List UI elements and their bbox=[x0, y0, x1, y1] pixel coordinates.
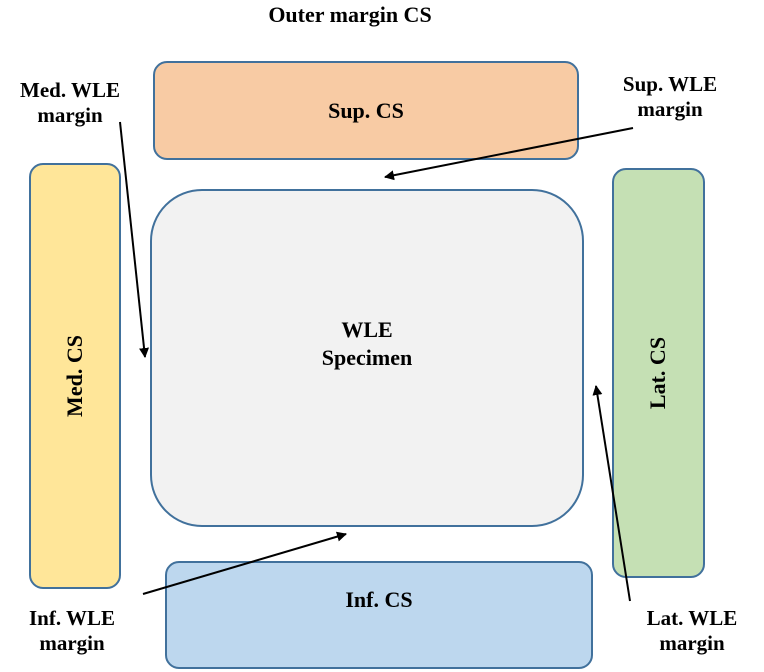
inf-cs-box: Inf. CS bbox=[165, 561, 593, 669]
lat-margin-line2: margin bbox=[659, 631, 725, 655]
inf-margin-line1: Inf. WLE bbox=[29, 606, 115, 630]
diagram-title: Outer margin CS bbox=[268, 2, 432, 27]
lat-cs-box: Lat. CS bbox=[612, 168, 705, 578]
specimen-label-line2: Specimen bbox=[321, 345, 413, 370]
inf-margin-line2: margin bbox=[39, 631, 105, 655]
med-margin-line2: margin bbox=[37, 103, 103, 127]
sup-margin-line2: margin bbox=[637, 97, 703, 121]
inf-wle-margin-label: Inf. WLE margin bbox=[2, 606, 142, 656]
sup-cs-box: Sup. CS bbox=[153, 61, 579, 160]
wle-specimen-box: WLE Specimen bbox=[150, 189, 584, 527]
inf-margin-arrow bbox=[142, 531, 347, 595]
specimen-label-line1: WLE bbox=[341, 317, 393, 342]
lat-wle-margin-label: Lat. WLE margin bbox=[622, 606, 762, 656]
sup-cs-label: Sup. CS bbox=[328, 97, 404, 123]
lat-margin-line1: Lat. WLE bbox=[646, 606, 738, 630]
lat-margin-arrow bbox=[592, 385, 631, 602]
med-margin-arrow bbox=[119, 121, 150, 358]
sup-margin-line1: Sup. WLE bbox=[622, 72, 718, 96]
med-margin-line1: Med. WLE bbox=[20, 78, 120, 102]
inf-cs-label: Inf. CS bbox=[345, 587, 413, 612]
sup-margin-arrow bbox=[384, 127, 634, 181]
sup-wle-margin-label: Sup. WLE margin bbox=[600, 72, 740, 122]
med-wle-margin-label: Med. WLE margin bbox=[0, 78, 140, 128]
med-cs-box: Med. CS bbox=[29, 163, 121, 589]
